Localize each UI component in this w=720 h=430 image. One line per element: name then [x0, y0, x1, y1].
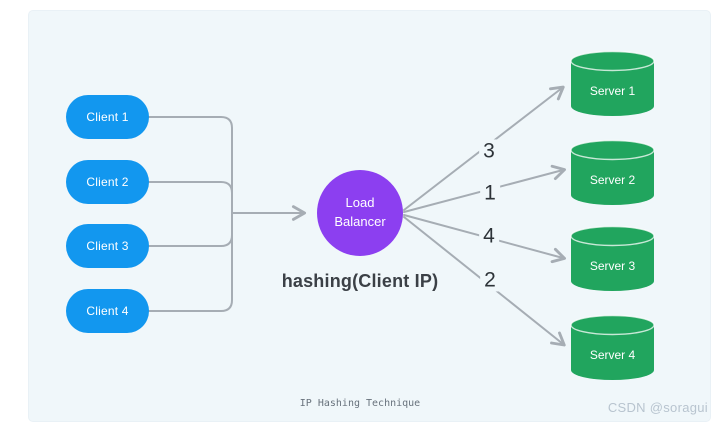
diagram-caption: IP Hashing Technique: [299, 398, 421, 409]
load-balancer-label-line2: Balancer: [334, 214, 386, 229]
database-cylinder-icon: [570, 50, 655, 116]
client-label: Client 3: [86, 239, 129, 253]
client-label: Client 4: [86, 304, 129, 318]
hash-value-server4: 2: [480, 268, 500, 292]
database-cylinder-icon: [570, 139, 655, 205]
load-balancer-label-line1: Load: [345, 195, 375, 211]
database-cylinder-icon: [570, 225, 655, 291]
load-balancer-node: Load Balancer: [317, 170, 403, 256]
client-node-3: Client 3: [66, 224, 149, 268]
hash-value-server3: 4: [479, 224, 499, 248]
server-label: Server 3: [590, 259, 636, 273]
client-node-2: Client 2: [66, 160, 149, 204]
client-node-4: Client 4: [66, 289, 149, 333]
server-node-4: Server 4: [570, 314, 655, 380]
hash-function-label: hashing(Client IP): [281, 271, 439, 291]
client-label: Client 2: [86, 175, 129, 189]
watermark-text: CSDN @soragui: [607, 400, 708, 415]
server-node-1: Server 1: [570, 50, 655, 116]
database-cylinder-icon: [570, 314, 655, 380]
server-label: Server 2: [590, 173, 636, 187]
client-label: Client 1: [86, 110, 129, 124]
server-label: Server 4: [590, 348, 636, 362]
server-label: Server 1: [590, 84, 636, 98]
server-node-2: Server 2: [570, 139, 655, 205]
hash-value-server1: 3: [479, 139, 499, 163]
client-node-1: Client 1: [66, 95, 149, 139]
hash-value-server2: 1: [480, 181, 500, 205]
server-node-3: Server 3: [570, 225, 655, 291]
